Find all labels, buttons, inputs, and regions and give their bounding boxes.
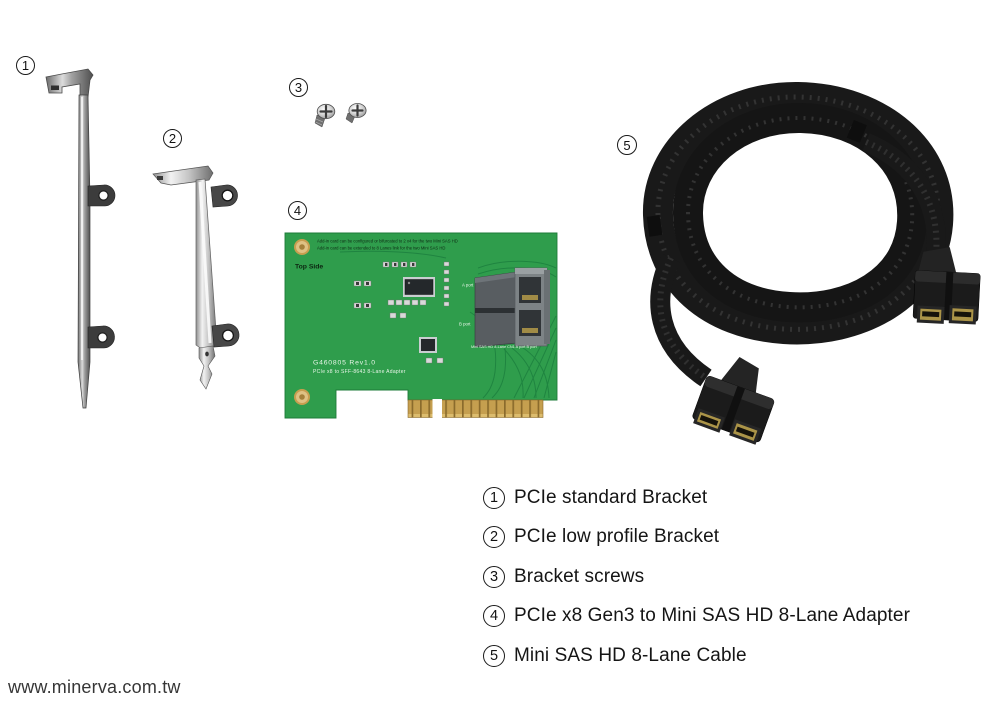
legend-item: 3 Bracket screws: [483, 565, 910, 588]
bracket2-hook-slot: [157, 176, 163, 180]
legend-item-label: PCIe low profile Bracket: [514, 526, 720, 547]
screw-2: [345, 103, 367, 124]
legend-item-number: 2: [483, 526, 505, 548]
pcb-side-label: Top Side: [295, 263, 324, 271]
pcie-standard-bracket: [45, 68, 116, 409]
card-minisas-connector: [474, 267, 550, 348]
bracket2-hole-bottom: [221, 329, 235, 342]
cable-tie: [846, 120, 867, 143]
pcb-mount-hole-top: [294, 239, 310, 255]
legend-item-number: 5: [483, 644, 505, 667]
legend-item-number: 1: [483, 486, 505, 509]
bracket1-hook-slot: [51, 85, 59, 90]
callout-4: 4: [288, 201, 307, 220]
smd-components: [353, 261, 450, 364]
callout-5: 5: [617, 135, 637, 155]
website-watermark: www.minerva.com.tw: [8, 677, 181, 697]
pcie-edge-connector: [407, 399, 544, 419]
phillips-cross-icon: [351, 104, 364, 117]
pcb-mount-hole-bottom: [294, 389, 310, 405]
legend-item-label: Bracket screws: [514, 565, 645, 587]
phillips-cross-icon: [319, 104, 333, 119]
pcb-model-number: G460805 Rev1.0: [313, 359, 376, 367]
pcb-note-line1: Add-in card can be configured or bifurca…: [317, 239, 458, 244]
pcb-port-a-label: A port: [462, 283, 474, 288]
cable-tie: [646, 215, 663, 237]
legend-item: 5 Mini SAS HD 8-Lane Cable: [483, 644, 910, 667]
callout-2: 2: [163, 129, 182, 148]
adapter-card: [284, 232, 558, 419]
bracket2-tail: [198, 345, 216, 390]
legend-item-number: 4: [483, 605, 505, 627]
legend-item-number: 3: [483, 565, 505, 588]
legend-item-label: PCIe x8 Gen3 to Mini SAS HD 8-Lane Adapt…: [514, 605, 911, 626]
bracket1-hole-bottom: [97, 332, 108, 343]
legend-item: 2 PCIe low profile Bracket: [483, 526, 910, 549]
screw-1: [314, 103, 336, 128]
legend-item-label: PCIe standard Bracket: [514, 486, 708, 508]
callout-3: 3: [289, 78, 308, 97]
bracket2-hole-top: [221, 189, 234, 202]
legend: 1 PCIe standard Bracket 2 PCIe low profi…: [483, 486, 910, 684]
legend-item-label: Mini SAS HD 8-Lane Cable: [514, 644, 747, 666]
bracket-screws: [314, 103, 367, 128]
bracket1-hole-top: [98, 190, 109, 201]
minisas-cable: [643, 81, 981, 445]
pcb-port-b-label: B port: [459, 322, 471, 327]
cable-connector-right: [912, 247, 981, 325]
legend-item: 4 PCIe x8 Gen3 to Mini SAS HD 8-Lane Ada…: [483, 605, 910, 628]
cable-connector-left: [692, 357, 775, 445]
callout-1: 1: [16, 56, 35, 75]
legend-item: 1 PCIe standard Bracket: [483, 486, 910, 509]
pcb-model-description: PCIe x8 to SFF-8643 8-Lane Adapter: [313, 369, 406, 375]
pcie-key-notch: [432, 399, 442, 419]
pcb-note-line2: Add-in card can be extended to 8 Lanes l…: [317, 246, 446, 251]
pcie-low-profile-bracket: [152, 165, 240, 390]
pcb-connector-caption: Mini SAS HD 8-Lane CN1 A port B port: [471, 345, 537, 350]
pcb-traces: [339, 250, 557, 399]
